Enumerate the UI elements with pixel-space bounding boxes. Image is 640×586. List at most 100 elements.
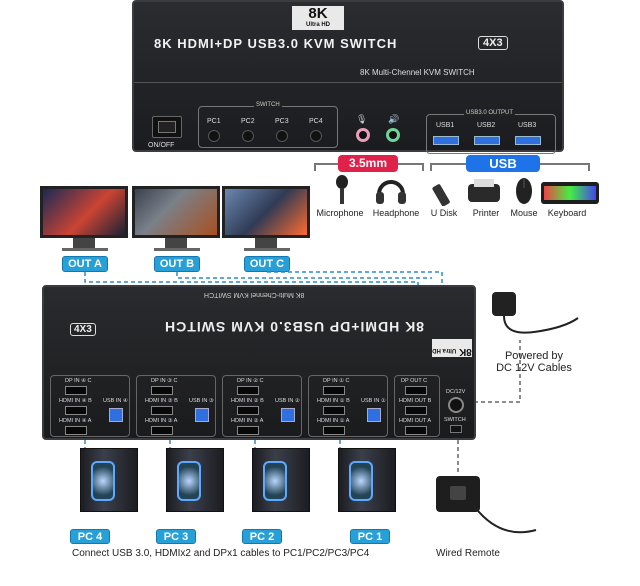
usb3-label: USB3 <box>518 122 537 129</box>
pc1-hdmi-b-label: HDMI IN ① B <box>317 398 350 404</box>
pc3-hdmi-b-port[interactable] <box>151 406 173 415</box>
pc1-label: PC1 <box>207 118 221 125</box>
usb3-port[interactable] <box>515 136 541 145</box>
power-adapter-icon <box>492 292 579 334</box>
pc4-hdmi-a-port[interactable] <box>65 426 87 435</box>
microphone-icon <box>336 175 348 204</box>
dp-out-label: DP OUT C <box>401 378 428 384</box>
logo-sub-text: Ultra HD <box>305 22 330 28</box>
pc1-hdmi-a-port[interactable] <box>323 426 345 435</box>
pc2-dp-label: DP IN ② C <box>237 378 264 384</box>
pc2-input-panel: DP IN ② C HDMI IN ② B HDMI IN ② A USB IN… <box>222 375 302 437</box>
pc3-tower-icon <box>166 448 224 512</box>
pc1-button[interactable] <box>208 130 220 142</box>
back-logo-sub: Ultra HD <box>432 347 457 353</box>
hdmi-out-b-port[interactable] <box>405 406 427 415</box>
pc1-input-panel: DP IN ① C HDMI IN ① B HDMI IN ① A USB IN… <box>308 375 388 437</box>
hdmi-out-a-port[interactable] <box>405 426 427 435</box>
back-badge: 4X3 <box>70 323 96 336</box>
pc2-dp-port[interactable] <box>237 386 259 395</box>
front-divider <box>134 82 562 83</box>
pc4-usb-label: USB IN ④ <box>103 398 128 404</box>
switch-label: SWITCH <box>254 102 282 108</box>
speaker-symbol-icon: 🔊 <box>388 114 400 124</box>
pc3-usb-label: USB IN ③ <box>189 398 214 404</box>
headphone-icon <box>376 180 406 204</box>
back-8k-logo: 8K Ultra HD <box>432 339 472 357</box>
monitor-c-stand <box>255 238 277 248</box>
back-title: 8K HDMI+DP USB3.0 KVM SWITCH <box>164 319 424 335</box>
pc4-tower-icon <box>80 448 138 512</box>
remote-caption: Wired Remote <box>436 548 500 559</box>
hdmi-out-a-label: HDMI OUT A <box>399 418 431 424</box>
pc3-button[interactable] <box>276 130 288 142</box>
pc2-hdmi-a-port[interactable] <box>237 426 259 435</box>
pc2-hdmi-b-port[interactable] <box>237 406 259 415</box>
pc2-hdmi-b-label: HDMI IN ② B <box>231 398 264 404</box>
pc2-usb-port[interactable] <box>281 408 295 422</box>
wired-remote[interactable] <box>436 476 480 512</box>
pc1-dp-port[interactable] <box>323 386 345 395</box>
front-title: 8K HDMI+DP USB3.0 KVM SWITCH <box>154 36 398 51</box>
dp-out-port[interactable] <box>405 386 427 395</box>
pc1-dp-label: DP IN ① C <box>323 378 350 384</box>
mic-symbol-icon: 🎙 <box>356 114 368 124</box>
pc3-hdmi-b-label: HDMI IN ③ B <box>145 398 178 404</box>
pc3-hdmi-a-label: HDMI IN ③ A <box>145 418 178 424</box>
usb2-label: USB2 <box>477 122 496 129</box>
pc3-badge: PC 3 <box>156 529 196 544</box>
usb-disk-icon <box>432 184 450 206</box>
mouse-label: Mouse <box>510 208 538 218</box>
pc2-tower-icon <box>252 448 310 512</box>
pc2-label: PC2 <box>241 118 255 125</box>
remote-port[interactable] <box>450 425 462 433</box>
headphone-jack[interactable] <box>386 128 400 142</box>
printer-label: Printer <box>472 208 500 218</box>
pc4-dp-port[interactable] <box>65 386 87 395</box>
pc4-label: PC4 <box>309 118 323 125</box>
pc2-badge: PC 2 <box>242 529 282 544</box>
pc1-hdmi-a-label: HDMI IN ① A <box>317 418 350 424</box>
headphone-label: Headphone <box>372 208 420 218</box>
dc-label: DC/12V <box>446 389 466 395</box>
usb-output-label: USB3.0 OUTPUT <box>464 110 516 116</box>
pc2-hdmi-a-label: HDMI IN ② A <box>231 418 264 424</box>
power-caption-line2: DC 12V Cables <box>496 362 572 374</box>
pc4-hdmi-b-port[interactable] <box>65 406 87 415</box>
mic-jack[interactable] <box>356 128 370 142</box>
power-caption: Powered by DC 12V Cables <box>478 350 590 374</box>
usb1-label: USB1 <box>436 122 455 129</box>
pc3-dp-port[interactable] <box>151 386 173 395</box>
pc3-label: PC3 <box>275 118 289 125</box>
8k-logo: 8K Ultra HD <box>292 6 344 30</box>
back-logo-main: 8K <box>459 346 472 357</box>
remote-cable-icon <box>473 505 537 534</box>
usb1-port[interactable] <box>433 136 459 145</box>
power-switch[interactable] <box>152 116 182 138</box>
pc3-usb-port[interactable] <box>195 408 209 422</box>
mouse-icon <box>516 178 532 204</box>
output-panel: DP OUT C HDMI OUT B HDMI OUT A <box>394 375 440 437</box>
bottom-caption: Connect USB 3.0, HDMIx2 and DPx1 cables … <box>72 548 370 559</box>
pc4-input-panel: DP IN ④ C HDMI IN ④ B HDMI IN ④ A USB IN… <box>50 375 130 437</box>
pc4-button[interactable] <box>310 130 322 142</box>
monitor-a <box>40 186 128 238</box>
pc1-usb-label: USB IN ① <box>361 398 386 404</box>
dc-power-jack[interactable] <box>448 397 464 413</box>
pc3-hdmi-a-port[interactable] <box>151 426 173 435</box>
microphone-label: Microphone <box>316 208 364 218</box>
pc1-tower-icon <box>338 448 396 512</box>
kvm-front-panel: 8K Ultra HD 8K HDMI+DP USB3.0 KVM SWITCH… <box>132 0 564 154</box>
pc1-hdmi-b-port[interactable] <box>323 406 345 415</box>
front-subtitle: 8K Multi-Chennel KVM SWITCH <box>360 68 475 77</box>
monitor-a-stand <box>73 238 95 248</box>
pc1-usb-port[interactable] <box>367 408 381 422</box>
pc2-button[interactable] <box>242 130 254 142</box>
pc4-badge: PC 4 <box>70 529 110 544</box>
pc4-usb-port[interactable] <box>109 408 123 422</box>
pc4-dp-label: DP IN ④ C <box>65 378 92 384</box>
usb2-port[interactable] <box>474 136 500 145</box>
pc3-dp-label: DP IN ③ C <box>151 378 178 384</box>
kvm-back-panel: 8K Multi-Chennel KVM SWITCH 4X3 8K HDMI+… <box>42 285 476 440</box>
logo-main-text: 8K <box>308 5 328 22</box>
